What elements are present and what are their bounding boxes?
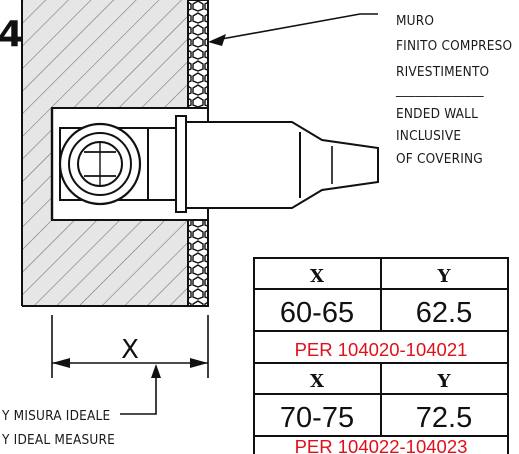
ideal-label-en: Y IDEAL MEASURE [1,432,115,448]
fitting-flange [175,115,187,213]
ideal-label-it: Y MISURA IDEALE [1,408,110,424]
table-row1-note: PER 104020-104021 [295,339,468,360]
table-row2-note: PER 104022-104023 [295,436,468,454]
table-row2-x: 70-75 [280,402,354,434]
table-header-x-2: X [310,371,324,392]
figure-number: 4 [0,14,23,55]
table-header-x: X [310,266,324,287]
table-header-y-2: Y [437,371,452,392]
measure-table [253,257,509,454]
wall-label-en-3: OF COVERING [396,151,483,167]
table-row1-y: 62.5 [416,297,472,329]
wall-label-separator: ______________ [395,82,485,98]
dimension-label: X [121,335,139,365]
table-row2-y: 72.5 [416,402,472,434]
wall-leader [208,13,378,46]
table-header-y: Y [437,266,452,287]
wall-label-it-1: MURO [396,13,434,29]
table-row1-x: 60-65 [280,297,354,329]
wall-label-it-2: FINITO COMPRESO [396,38,512,54]
wall-label-it-3: RIVESTIMENTO [396,64,489,80]
ideal-leader [120,364,161,415]
dimension-x [51,315,209,378]
fitting-connector [58,122,142,206]
fitting-outlet [185,121,379,209]
wall-label-en-1: ENDED WALL [396,106,478,122]
wall-label-en-2: INCLUSIVE [396,128,461,144]
